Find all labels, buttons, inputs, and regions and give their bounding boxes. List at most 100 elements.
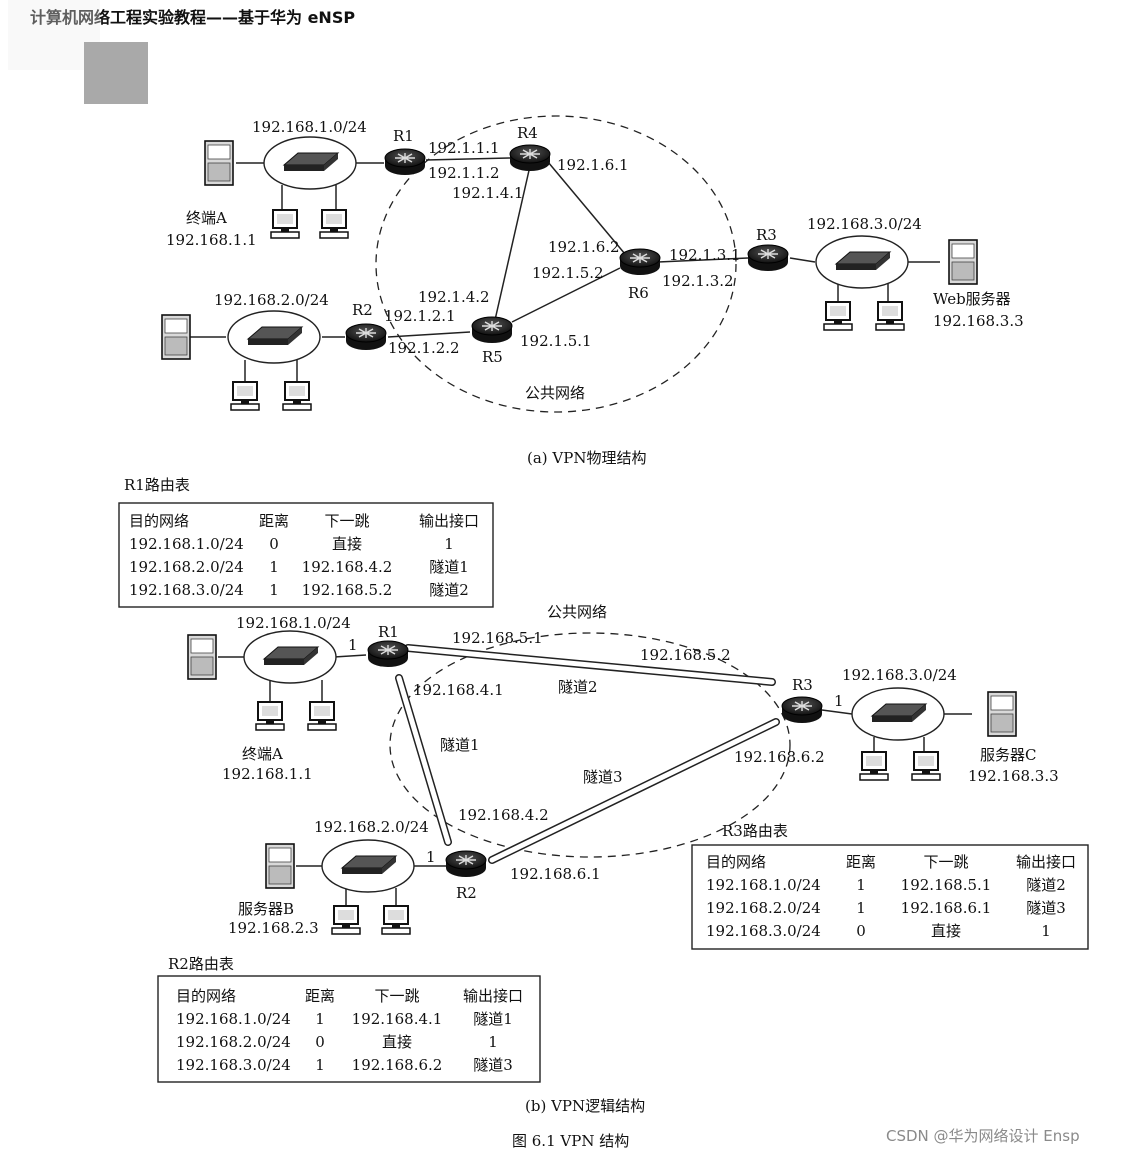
server-icon (204, 140, 234, 186)
table-cell: 1 (315, 1056, 325, 1074)
table-header-cell: 距离 (846, 853, 876, 871)
tunnel-ip: 192.168.4.1 (413, 681, 504, 699)
server-icon (187, 634, 217, 680)
caption-a: (a) VPN物理结构 (527, 449, 646, 467)
switch-icon (321, 839, 415, 893)
tunnel-ip: 192.168.6.2 (734, 748, 825, 766)
table-cell: 隧道2 (429, 581, 469, 599)
table-cell: 隧道1 (473, 1010, 513, 1028)
router-icon (345, 323, 387, 351)
tunnel-ip: 192.168.4.2 (458, 806, 549, 824)
table-header-cell: 输出接口 (419, 512, 479, 530)
router-icon (781, 696, 823, 724)
router-icon (367, 640, 409, 668)
pc-icon (230, 381, 260, 411)
table-cell: 1 (1041, 922, 1051, 940)
book-title: 计算机网络工程实验教程——基于华为 eNSP (30, 8, 355, 27)
table-cell: 192.168.1.0/24 (706, 876, 821, 894)
r1-table (118, 502, 494, 608)
router-label: R5 (482, 348, 503, 366)
interface-ip: 192.1.6.2 (548, 238, 620, 256)
subnet-label: 192.168.2.0/24 (314, 818, 429, 836)
pc-icon (319, 209, 349, 239)
table-header-cell: 下一跳 (923, 853, 968, 871)
table-cell: 1 (315, 1010, 325, 1028)
table-cell: 1 (856, 899, 866, 917)
table-header-cell: 下一跳 (324, 512, 369, 530)
cloud-label: 公共网络 (547, 603, 607, 621)
table-cell: 1 (269, 558, 279, 576)
table-cell: 192.168.6.2 (352, 1056, 443, 1074)
interface-ip: 192.1.1.1 (428, 139, 500, 157)
table-cell: 隧道3 (473, 1056, 513, 1074)
links-b (218, 654, 972, 906)
port-label: 1 (834, 692, 844, 710)
server-name: Web服务器 (933, 290, 1011, 308)
r2-table (157, 975, 541, 1083)
table-header-cell: 下一跳 (374, 987, 419, 1005)
switch-icon (263, 136, 357, 190)
router-icon (471, 316, 513, 344)
tunnel-3 (488, 718, 780, 864)
pc-icon (282, 381, 312, 411)
subnet-label: 192.168.2.0/24 (214, 291, 329, 309)
interface-ip: 192.1.3.1 (669, 246, 741, 264)
router-icon (445, 850, 487, 878)
table-cell: 1 (444, 535, 454, 553)
pc-icon (911, 751, 941, 781)
router-label: R3 (792, 676, 813, 694)
router-label: R3 (756, 226, 777, 244)
switch-icon (815, 235, 909, 289)
table-cell: 192.168.4.1 (352, 1010, 443, 1028)
table-cell: 直接 (931, 922, 961, 940)
server-ip: 192.168.3.3 (933, 312, 1024, 330)
server-name: 服务器B (238, 900, 294, 918)
subnet-label: 192.168.3.0/24 (807, 215, 922, 233)
cloud-label: 公共网络 (525, 384, 585, 402)
tunnel-2 (404, 644, 776, 686)
watermark: CSDN @华为网络设计 Ensp (886, 1127, 1080, 1145)
router-label: R2 (456, 884, 477, 902)
table-cell: 192.168.3.0/24 (706, 922, 821, 940)
terminal-ip: 192.168.1.1 (166, 231, 257, 249)
subnet-label: 192.168.1.0/24 (236, 614, 351, 632)
tunnel-ip: 192.168.6.1 (510, 865, 601, 883)
router-label: R6 (628, 284, 649, 302)
server-icon (948, 239, 978, 285)
table-header-cell: 目的网络 (129, 512, 189, 530)
server-name: 服务器C (980, 746, 1036, 764)
table-cell: 0 (315, 1033, 325, 1051)
r3-table-title: R3路由表 (722, 822, 788, 840)
terminal-name: 终端A (186, 209, 227, 227)
router-label: R4 (517, 124, 538, 142)
pc-icon (875, 301, 905, 331)
table-cell: 1 (269, 581, 279, 599)
switch-icon (243, 630, 337, 684)
table-cell: 192.168.2.0/24 (176, 1033, 291, 1051)
table-header-cell: 距离 (259, 512, 289, 530)
pc-icon (331, 905, 361, 935)
interface-ip: 192.1.6.1 (557, 156, 629, 174)
pc-icon (381, 905, 411, 935)
router-icon (619, 248, 661, 276)
table-header-cell: 目的网络 (706, 853, 766, 871)
table-cell: 直接 (382, 1033, 412, 1051)
table-cell: 0 (856, 922, 866, 940)
table-cell: 192.168.2.0/24 (129, 558, 244, 576)
pc-icon (255, 701, 285, 731)
port-label: 1 (426, 848, 436, 866)
table-cell: 隧道2 (1026, 876, 1066, 894)
tunnel-1 (395, 674, 452, 846)
port-label: 1 (348, 636, 358, 654)
tunnel-label: 隧道1 (440, 736, 480, 754)
table-header-cell: 输出接口 (1016, 853, 1076, 871)
server-icon (987, 691, 1017, 737)
table-header-cell: 输出接口 (463, 987, 523, 1005)
server-ip: 192.168.3.3 (968, 767, 1059, 785)
table-cell: 192.168.6.1 (901, 899, 992, 917)
server-ip: 192.168.2.3 (228, 919, 319, 937)
router-label: R2 (352, 301, 373, 319)
